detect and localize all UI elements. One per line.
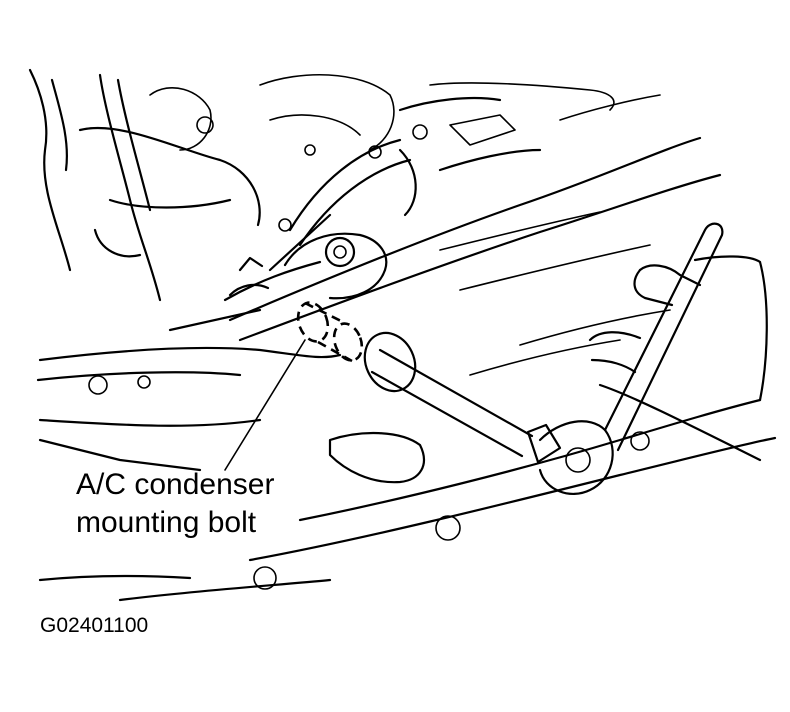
- callout-leader-line: [224, 339, 306, 471]
- ratchet-wrench: [363, 222, 724, 495]
- callout-line-2: mounting bolt: [76, 506, 257, 539]
- bolt-bracket: [228, 232, 388, 300]
- radiator-support: [36, 136, 777, 602]
- figure-id: G02401100: [40, 614, 149, 637]
- callout-line-1: A/C condenser: [76, 468, 275, 501]
- hand: [588, 255, 768, 462]
- condenser-bolt-callout: A/C condenser mounting bolt: [76, 466, 274, 542]
- engine-components: [28, 68, 661, 302]
- hidden-bolt-outline: [296, 301, 364, 363]
